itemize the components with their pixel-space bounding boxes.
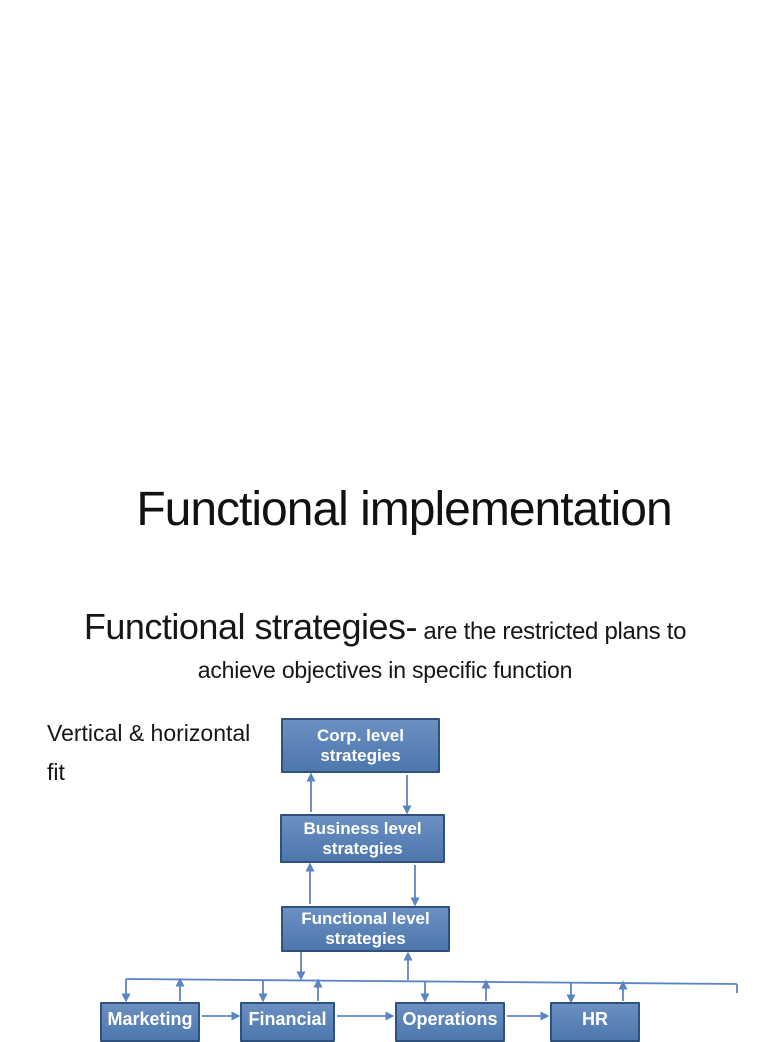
node-business-level-strategies: Business level strategies [280,814,445,863]
node-functional-level-strategies: Functional level strategies [281,906,450,952]
node-hr: HR [550,1002,640,1042]
definition-text: Functional strategies- are the restricte… [20,606,750,684]
node-corp-level-strategies: Corp. level strategies [281,718,440,773]
definition-line2: achieve objectives in specific function [197,657,573,683]
node-operations: Operations [395,1002,505,1042]
definition-rest: are the restricted plans to [417,618,687,645]
slide-title: Functional implementation [136,483,672,536]
side-note: Vertical & horizontal fit [47,720,251,785]
definition-line1: Functional strategies- are the restricte… [20,606,750,648]
node-marketing: Marketing [100,1002,200,1042]
connector-bus [125,978,738,985]
node-financial: Financial [240,1002,335,1042]
definition-term: Functional strategies- [83,606,418,647]
